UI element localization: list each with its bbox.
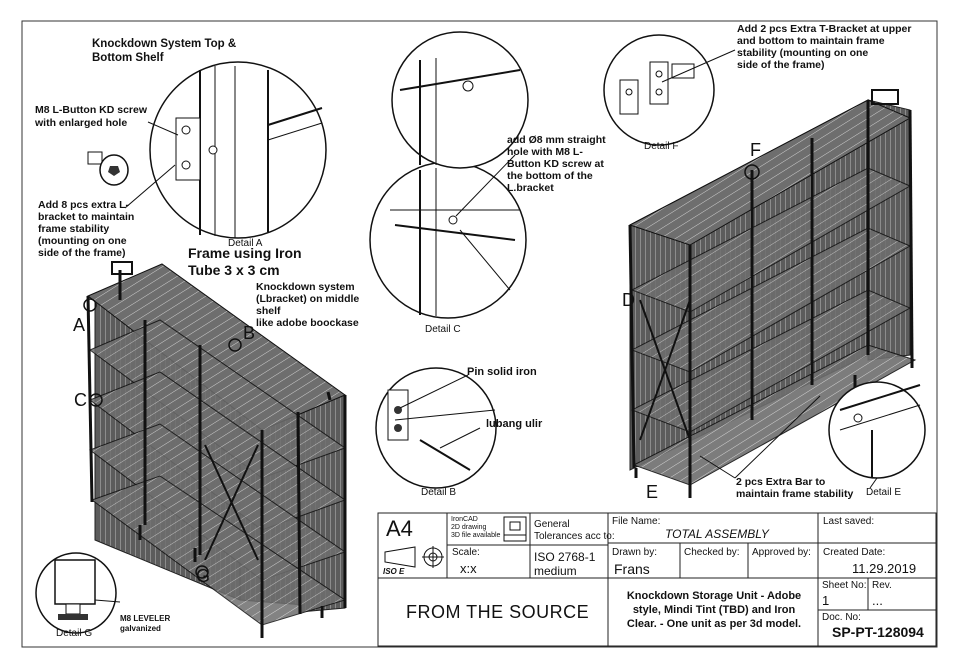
detail-g-caption: Detail G xyxy=(56,628,93,639)
ref-letter-b: B xyxy=(243,323,256,343)
ref-letter-f: F xyxy=(750,140,761,160)
ref-letter-d: D xyxy=(622,290,635,310)
detail-a-circle xyxy=(149,61,327,239)
pin-note: Pin solid iron xyxy=(467,366,537,378)
description-line2: style, Mindi Tint (TBD) and Iron xyxy=(632,604,796,616)
iso-standard-line1: ISO 2768-1 xyxy=(534,550,596,564)
general-tolerance-line1: General xyxy=(534,519,570,530)
detail-c-top-circle xyxy=(391,31,529,169)
title-block-frame xyxy=(377,512,937,647)
detail-c-circle xyxy=(369,161,527,319)
detail-g-circle xyxy=(35,552,117,634)
rev-label: Rev. xyxy=(872,580,892,591)
ironcad-line2: 2D drawing xyxy=(451,524,487,531)
drawn-by-label: Drawn by: xyxy=(612,547,658,558)
kd-screw-icon xyxy=(87,151,129,186)
extra-bar-note-line1: 2 pcs Extra Bar to xyxy=(736,476,826,488)
scale-value: x:x xyxy=(460,561,477,576)
created-date-label: Created Date: xyxy=(823,547,886,558)
knockdown-note-line1: Knockdown system xyxy=(256,281,355,293)
screw-note-line1: M8 L-Button KD screw xyxy=(35,104,148,116)
scale-label: Scale: xyxy=(452,547,480,558)
iso-standard-line2: medium xyxy=(534,564,577,578)
ironcad-logo-icon xyxy=(503,516,527,542)
hole-note-line3: Button KD screw at xyxy=(507,158,604,170)
ref-letter-e: E xyxy=(646,482,659,502)
iso-e-label: ISO E xyxy=(383,567,405,576)
right-cabinet-iso-view xyxy=(628,89,917,498)
sheet-size: A4 xyxy=(386,516,413,541)
description-line3: Clear. - One unit as per 3d model. xyxy=(626,618,802,630)
lbracket-note-line5: side of the frame) xyxy=(38,247,126,259)
checked-by-label: Checked by: xyxy=(684,547,740,558)
leader-lines xyxy=(94,49,878,603)
knockdown-note-line4: like adobe boockase xyxy=(256,317,359,329)
hole-note-line4: the bottom of the xyxy=(507,170,593,182)
tbracket-note-line4: side of the frame) xyxy=(737,59,825,71)
lbracket-note-line2: bracket to maintain xyxy=(38,211,135,223)
left-cabinet-iso-view xyxy=(86,261,347,638)
sheet-no-value: 1 xyxy=(822,593,830,608)
projection-symbol-icon xyxy=(384,546,444,568)
hole-note-line2: hole with M8 L- xyxy=(507,146,583,158)
drawn-by-value: Frans xyxy=(614,561,650,577)
tbracket-note-line3: stability (mounting on one xyxy=(737,47,869,59)
doc-no-label: Doc. No: xyxy=(822,612,861,623)
tbracket-note-line2: and bottom to maintain frame xyxy=(737,35,885,47)
description-line1: Knockdown Storage Unit - Adobe xyxy=(626,590,802,602)
ref-letter-c: C xyxy=(74,390,87,410)
general-tolerance-line2: Tolerances acc to: xyxy=(534,531,615,542)
detail-b-caption: Detail B xyxy=(421,487,457,498)
detail-a-caption: Detail A xyxy=(228,238,263,249)
rev-value: ... xyxy=(872,593,883,608)
ironcad-line1: IronCAD xyxy=(451,516,478,523)
detail-e-caption: Detail E xyxy=(866,487,902,498)
leveler-note-line2: galvanized xyxy=(120,624,161,633)
detail-c-caption: Detail C xyxy=(425,324,461,335)
sheet-no-label: Sheet No: xyxy=(822,580,867,591)
screw-note-line2: with enlarged hole xyxy=(35,117,128,129)
lbracket-note-line3: frame stability xyxy=(38,223,110,235)
knockdown-note-line3: shelf xyxy=(256,305,281,317)
file-name-label: File Name: xyxy=(612,516,661,527)
last-saved-label: Last saved: xyxy=(823,516,875,527)
file-name-value: TOTAL ASSEMBLY xyxy=(665,527,769,541)
detail-f-circle xyxy=(603,34,715,146)
frame-note-line2: Tube 3 x 3 cm xyxy=(188,262,280,278)
hole-note-line1: add Ø8 mm straight xyxy=(507,134,606,146)
hole-note-line5: L.bracket xyxy=(507,182,554,194)
detail-b-circle xyxy=(375,367,497,489)
tbracket-note-line1: Add 2 pcs Extra T-Bracket at upper xyxy=(737,23,912,35)
lbracket-note-line1: Add 8 pcs extra L- xyxy=(38,199,130,211)
knockdown-note-line2: (Lbracket) on middle xyxy=(256,293,360,305)
approved-by-label: Approved by: xyxy=(752,547,811,558)
doc-no-value: SP-PT-128094 xyxy=(832,624,924,640)
reference-markers xyxy=(83,164,760,579)
lubang-note: lubang ulir xyxy=(486,418,543,430)
ref-letter-a: A xyxy=(73,315,86,335)
company-name: FROM THE SOURCE xyxy=(406,602,590,622)
ref-letter-g: G xyxy=(196,566,211,586)
ironcad-line3: 3D file available xyxy=(451,532,501,539)
top-shelf-note: Knockdown System Top & Bottom Shelf xyxy=(92,38,237,64)
extra-bar-note-line2: maintain frame stability xyxy=(736,488,854,500)
frame-note-line1: Frame using Iron xyxy=(188,245,302,261)
created-date-value: 11.29.2019 xyxy=(852,561,917,576)
leveler-note-line1: M8 LEVELER xyxy=(120,614,171,623)
lbracket-note-line4: (mounting on one xyxy=(38,235,127,247)
detail-f-caption: Detail F xyxy=(644,141,679,152)
detail-e-circle xyxy=(828,381,926,479)
